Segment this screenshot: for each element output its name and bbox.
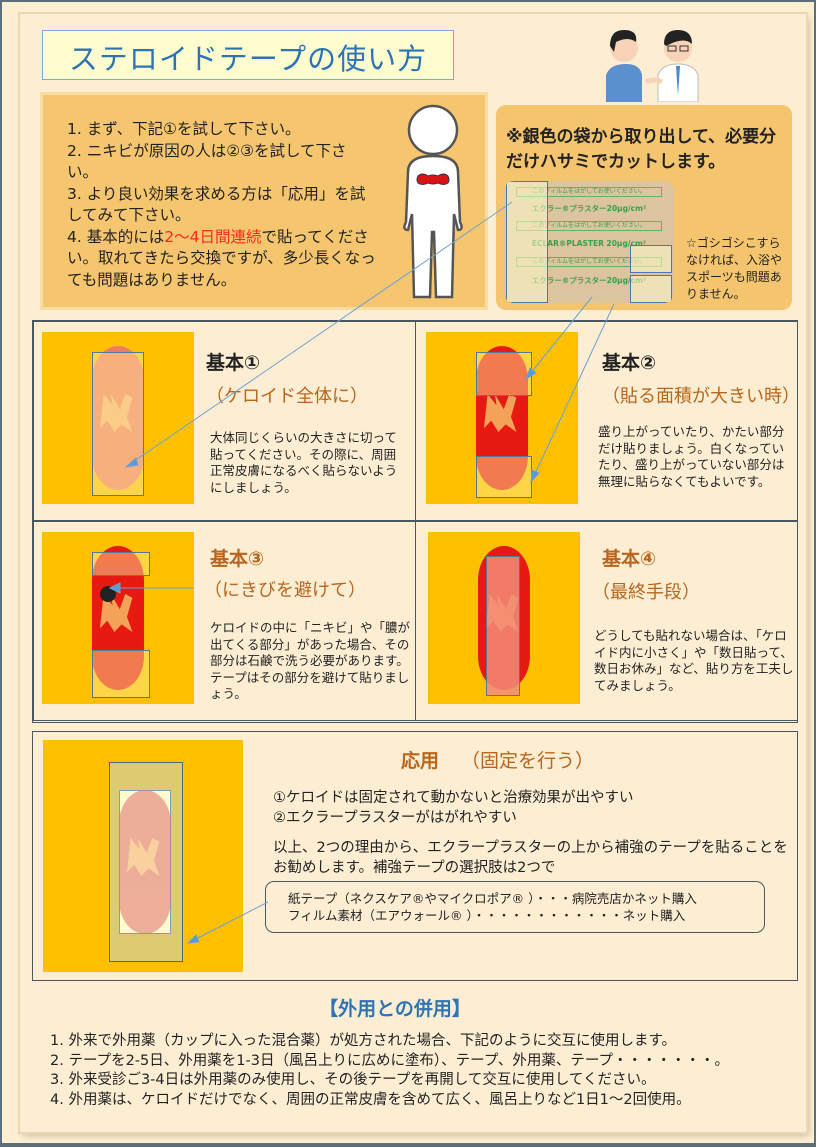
advanced-section: 応用 （固定を行う） ①ケロイドは固定されて動かないと治療効果が出やすい ②エクラ… [32,731,798,981]
acne-spot-icon [100,586,116,602]
intro-line-2: 2. ニキビが原因の人は②③を試して下さい。 [67,141,347,182]
recommendation: 以上、2つの理由から、エクラープラスターの上から補強のテープを貼ることをお勧めし… [273,840,788,876]
doctor-patient-illustration [606,30,699,102]
basic-2-body: 盛り上がっていたり、かたい部分だけ貼りましょう。白くなっていたり、盛り上がってい… [598,424,785,489]
advanced-title-main: 応用 [401,750,440,772]
basic-1-title: 基本① [206,352,261,374]
plaster-product-label-en: ECLAR®PLASTER 20μg/cm² [531,239,647,248]
intro-line-3: 3. より良い効果を求める方は「応用」を試してみて下さい。 [67,184,366,225]
body-figure-illustration [403,104,463,299]
bathing-note: ☆ゴシゴシこすらなければ、入浴やスポーツも問題ありません。 [686,236,783,301]
basics-grid: 基本① （ケロイド全体に） 大体同じくらいの大きさに切って貼ってください。その際… [32,320,800,723]
combination-item-2: 2. テープを2-5日、外用薬を1-3日（風呂上りに広めに塗布）、テープ、外用薬… [50,1052,730,1069]
plaster-sheet-photo: このフィルムをはがしてお使いください。 エクラー®プラスター20μg/cm² こ… [504,181,674,303]
advanced-illustration [43,740,243,972]
keloid-icon [119,790,171,934]
basic-1-illustration [42,332,194,504]
tape-outline [92,352,144,496]
reason-2: ②エクラープラスターがはがれやすい [273,810,517,826]
combination-item-1: 1. 外来で外用薬（カップに入った混合薬）が処方された場合、下記のように交互に使… [50,1033,676,1049]
basic-2-card: 基本② （貼る面積が大きい時） 盛り上がっていたり、かたい部分だけ貼りましょう。… [415,321,800,521]
cutting-note-box: ※銀色の袋から取り出して、必要分だけハサミでカットします。 このフィルムをはがし… [496,105,792,310]
tape-option-film: フィルム素材（エアウォール® ）・・・・・・・・・・・・ネット購入 [288,908,686,923]
combination-list: 1. 外来で外用薬（カップに入った混合薬）が処方された場合、下記のように交互に使… [50,1032,790,1110]
intro-instructions: 1. まず、下記①を試して下さい。 2. ニキビが原因の人は②③を試して下さい。… [67,119,377,291]
page-title: ステロイドテープの使い方 [68,42,428,76]
combination-title: 【外用との併用】 [319,998,471,1020]
basic-3-illustration [42,532,194,704]
cutting-note-heading: ※銀色の袋から取り出して、必要分だけハサミでカットします。 [506,127,777,172]
basic-3-subtitle: （にきびを避けて） [204,580,366,601]
combination-item-4: 4. 外用薬は、ケロイドだけでなく、周囲の正常皮膚を含めて広く、風呂上りなど1日… [50,1091,691,1108]
tape-option-paper: 紙テープ（ネクスケア®やマイクロポア® ）・・・病院売店かネット購入 [288,891,697,906]
tape-patch-bottom [92,650,150,698]
tape-patch-top [92,552,150,576]
basic-4-illustration [428,532,580,704]
intro-line-4-prefix: 4. 基本的には [67,227,165,246]
basic-2-illustration [426,332,578,504]
tape-strip [486,556,520,696]
cut-region-large [506,181,548,303]
duration-highlight: 2〜4日間連続 [164,227,262,246]
keloid-icon [92,546,144,690]
cut-region-small-bottom [630,275,672,303]
advanced-subtitle: （固定を行う） [461,750,595,772]
reason-1: ①ケロイドは固定されて動かないと治療効果が出やすい [273,790,634,806]
tape-options-box: 紙テープ（ネクスケア®やマイクロポア® ）・・・病院売店かネット購入 フィルム素… [265,881,765,933]
advanced-title: 応用 （固定を行う） [401,746,594,773]
plaster-product-label: エクラー®プラスター20μg/cm² [531,204,647,213]
plaster-product-label: エクラー®プラスター20μg/cm² [531,276,647,285]
title-box: ステロイドテープの使い方 [42,30,454,80]
basic-4-card: 基本④ （最終手段） どうしても貼れない場合は、「ケロイド内に小さく」や「数日貼… [415,521,798,721]
basic-3-body: ケロイドの中に「ニキビ」や「膿が出てくる部分」があった場合、その部分は石鹸で洗う… [210,620,411,701]
basic-1-subtitle: （ケロイド全体に） [206,386,368,407]
tape-patch-bottom [476,456,532,498]
basic-2-subtitle: （貼る面積が大きい時） [602,386,800,407]
basic-3-title: 基本③ [210,548,265,570]
basic-3-card: 基本③ （にきびを避けて） ケロイドの中に「ニキビ」や「膿が出てくる部分」があっ… [33,521,416,721]
intro-line-1: 1. まず、下記①を試して下さい。 [67,120,301,138]
basic-1-card: 基本① （ケロイド全体に） 大体同じくらいの大きさに切って貼ってください。その際… [33,321,416,521]
basic-4-title: 基本④ [602,548,657,570]
combination-item-3: 3. 外来受診ご3-4日は外用薬のみ使用し、その後テープを再開して交互に使用して… [50,1072,656,1088]
intro-line-4: 4. 基本的には2〜4日間連続で貼ってください。取れてきたら交換ですが、多少長く… [67,227,377,292]
tape-patch-top [476,352,532,396]
advanced-body: ①ケロイドは固定されて動かないと治療効果が出やすい ②エクラープラスターがはがれ… [273,788,793,878]
basic-4-body: どうしても貼れない場合は、「ケロイド内に小さく」や「数日貼って、数日お休み」など… [594,628,794,693]
basic-1-body: 大体同じくらいの大きさに切って貼ってください。その際に、周囲正常皮膚になるべく貼… [210,430,398,495]
cut-region-small-top [630,245,672,273]
basic-2-title: 基本② [602,352,657,374]
basic-4-subtitle: （最終手段） [592,582,700,603]
